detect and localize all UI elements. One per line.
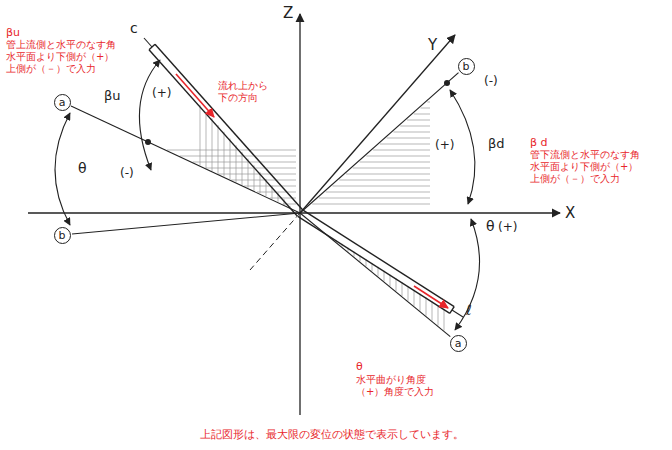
hatch-line <box>421 108 430 109</box>
sign-mark: (+) <box>435 138 454 152</box>
sign-mark: (-) <box>120 166 134 180</box>
note-heading: βu <box>6 26 20 39</box>
sign-mark: (+) <box>152 86 171 100</box>
hatch-line <box>319 198 430 199</box>
hatch-line <box>224 132 225 177</box>
hatch-line <box>312 204 430 205</box>
hatch-line <box>427 102 430 103</box>
y-axis-extension <box>250 213 300 270</box>
y-axis <box>300 35 455 213</box>
hatch-line <box>396 278 397 291</box>
hatch-line <box>332 186 430 187</box>
hatch-line <box>432 301 433 320</box>
line-l <box>452 310 463 317</box>
hatch-line <box>400 126 430 127</box>
angle-arc-beta-u <box>139 60 160 170</box>
hatch-line <box>414 114 430 115</box>
angle-name: βu <box>104 88 121 104</box>
hatch-line <box>283 204 296 205</box>
pipe-upstream <box>155 44 303 210</box>
axis-name: X <box>565 204 575 222</box>
axis-name: ℓ <box>466 302 472 319</box>
hatch-line <box>402 282 403 296</box>
point-letter: a <box>59 97 66 108</box>
angle-arc-theta <box>455 219 480 330</box>
angle-arc-theta <box>55 113 70 225</box>
note-text: 水平曲がり角度 （+）角度で入力 <box>356 374 438 398</box>
axis-name: c <box>130 20 138 37</box>
note-text: 管上流側と水平のなす角 水平面より下側が（+） 上側が（－）で入力 <box>6 39 126 75</box>
axis-name: Z <box>283 4 293 22</box>
angle-name: θ <box>78 160 87 177</box>
angle-name: θ <box>486 218 495 235</box>
hatch-line <box>236 145 237 182</box>
point-circle: a <box>450 335 467 352</box>
sign-mark: (+) <box>498 220 517 234</box>
flow-arrow <box>176 74 214 117</box>
hatch-line <box>206 168 296 169</box>
z-axis <box>299 14 300 415</box>
hatch-line <box>380 144 430 145</box>
hatch-line <box>339 180 430 181</box>
hatch-line <box>218 125 219 174</box>
hatch-line <box>326 192 430 193</box>
hatch-line <box>180 156 296 157</box>
hatch-line <box>366 156 430 157</box>
hatch-line <box>387 138 430 139</box>
hatch-line <box>193 162 296 163</box>
flow-arrow <box>414 286 448 308</box>
axis-name: Y <box>428 36 437 54</box>
hatch-line <box>414 290 415 306</box>
point-letter: a <box>455 338 462 349</box>
hatch-line <box>231 180 296 181</box>
point-letter: b <box>59 230 66 241</box>
footnote: 上記図形は、最大限の変位の状態で表示しています。 <box>200 428 464 441</box>
sign-mark: (-) <box>484 74 498 88</box>
hatch-line <box>426 297 427 315</box>
hatch-line <box>360 162 430 163</box>
point-circle: a <box>54 94 71 111</box>
hatch-line <box>167 150 296 151</box>
hatch-line <box>438 305 439 326</box>
flow-note: 流れ上から 下の方向 <box>218 80 276 104</box>
hatch-line <box>420 294 421 311</box>
pipe-downstream <box>302 210 454 307</box>
hatch-line <box>206 112 207 169</box>
line-b-downstream <box>300 73 459 213</box>
hatch-line <box>230 138 231 179</box>
hatch-line <box>346 174 430 175</box>
note-heading: β d <box>530 136 548 149</box>
hatch-line <box>373 150 430 151</box>
hatch-line <box>212 118 213 171</box>
hatch-line <box>408 286 409 301</box>
note-text: 管下流側と水平のなす角 水平面より下側が（+） 上側が（－）で入力 <box>530 149 650 185</box>
pipe-downstream <box>298 216 450 313</box>
hatch-line <box>393 132 430 133</box>
pipe-upstream <box>149 50 297 216</box>
point-letter: b <box>463 61 470 72</box>
hatch-line <box>444 309 445 331</box>
hatch-line <box>353 168 430 169</box>
hatch-line <box>248 159 249 188</box>
point-circle: b <box>54 227 71 244</box>
note-heading: θ <box>356 360 363 373</box>
angle-point <box>145 139 151 145</box>
angle-point <box>444 80 450 86</box>
line-b-upstream <box>72 213 300 234</box>
point-circle: b <box>458 58 475 75</box>
hatching <box>167 102 444 331</box>
line-a-upstream <box>71 106 300 213</box>
angle-name: βd <box>488 136 505 152</box>
hatch-line <box>218 174 296 175</box>
line-c <box>144 38 152 47</box>
hatch-line <box>407 120 430 121</box>
hatch-line <box>254 165 255 190</box>
